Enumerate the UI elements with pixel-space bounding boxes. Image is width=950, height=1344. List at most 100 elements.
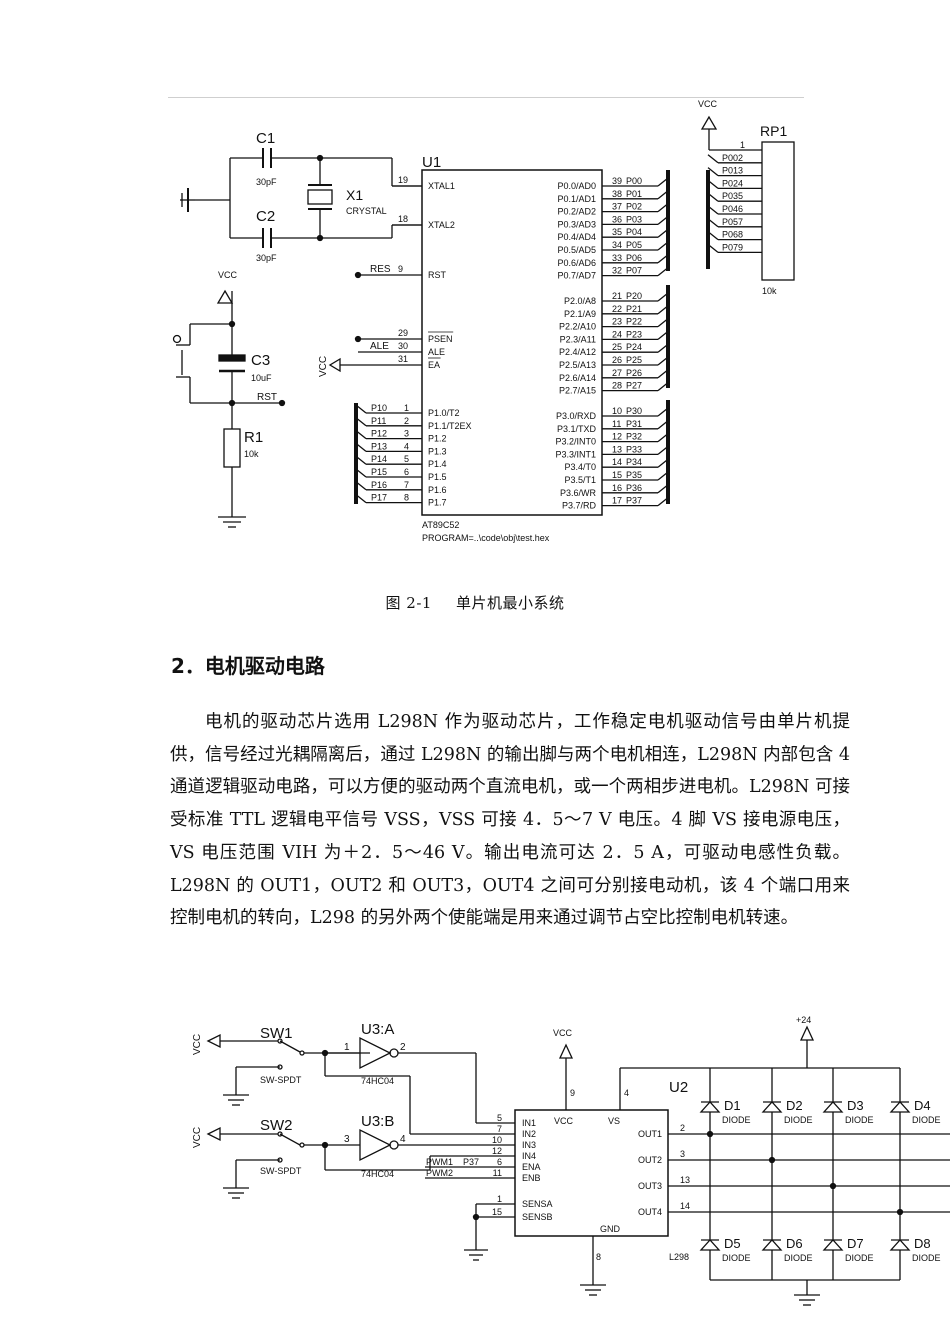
p2-net-label: P25 — [626, 355, 642, 365]
p0-pin-name: P0.7/AD7 — [557, 271, 596, 281]
p3-pin-num: 12 — [612, 432, 622, 442]
p1-pin-name: P1.0/T2 — [428, 408, 460, 418]
bus-entry — [657, 330, 669, 340]
pwm2-net: PWM2 — [426, 1168, 453, 1178]
p3-pin-num: 15 — [612, 470, 622, 480]
diode-symbol — [699, 1101, 721, 1113]
p2-pin-num: 24 — [612, 329, 622, 339]
p1-net-label: P11 — [371, 416, 386, 426]
p0-net-label: P05 — [626, 240, 642, 250]
r1-value: 10k — [244, 449, 259, 459]
p1-pin-num: 7 — [404, 480, 409, 490]
mcu-pin-num: 30 — [398, 341, 408, 351]
p3-pin-num: 11 — [612, 419, 621, 429]
bus-entry — [657, 215, 669, 225]
diode-label: D7 — [847, 1236, 864, 1251]
rp1-pin-label: P046 — [722, 204, 743, 214]
p3-net-label: P34 — [626, 457, 642, 467]
p1-pin-num: 1 — [404, 403, 409, 413]
gate-b-pin-in: 3 — [344, 1134, 350, 1145]
l298-out-num: 14 — [680, 1201, 690, 1211]
p2-pin-num: 28 — [612, 381, 622, 391]
p0-pin-name: P0.4/AD4 — [557, 232, 596, 242]
program-label: PROGRAM=..\code\obj\test.hex — [422, 533, 550, 543]
p2-pin-name: P2.0/A8 — [564, 296, 596, 306]
sw2-label: SW2 — [260, 1117, 293, 1134]
junction-dot — [829, 1182, 837, 1190]
p3-net-label: P36 — [626, 483, 642, 493]
bus-entry — [657, 458, 669, 468]
rp1-pin-label: P079 — [722, 242, 743, 252]
u3a-label: U3:A — [361, 1021, 394, 1038]
bus-entry — [657, 254, 669, 264]
diode-label: D6 — [786, 1236, 803, 1251]
p37-net: P37 — [463, 1157, 479, 1167]
mcu-pin-num: 18 — [398, 214, 408, 224]
diode-label: D2 — [786, 1098, 803, 1113]
bus-entry — [657, 267, 669, 277]
chip-name: AT89C52 — [422, 520, 459, 530]
l298-out-num: 13 — [680, 1175, 690, 1185]
diode-symbol — [699, 1239, 721, 1251]
plus24-label: +24 — [796, 1015, 811, 1025]
p2-pin-name: P2.4/A12 — [559, 347, 596, 357]
p1-net-label: P10 — [371, 403, 387, 413]
p3-pin-name: P3.4/T0 — [564, 462, 596, 472]
sw2-type: SW-SPDT — [260, 1166, 302, 1176]
c2-value: 30pF — [256, 253, 277, 263]
l298-top-pin-name: VS — [608, 1116, 620, 1126]
u2-label: U2 — [669, 1079, 688, 1096]
p3-pin-name: P3.2/INT0 — [555, 437, 596, 447]
p1-pin-num: 8 — [404, 493, 409, 503]
section-heading: 2．电机驱动电路 — [171, 654, 325, 678]
c2-label: C2 — [256, 208, 275, 225]
p2-pin-name: P2.1/A9 — [564, 309, 596, 319]
p1-pin-name: P1.4 — [428, 459, 447, 469]
l298-name: L298 — [669, 1252, 689, 1262]
bus-entry — [355, 442, 367, 452]
c3-value: 10uF — [251, 373, 272, 383]
mcu-pin-name: PSEN — [428, 334, 453, 344]
p1-pin-num: 2 — [404, 416, 409, 426]
pwm1-net: PWM1 — [426, 1157, 453, 1167]
mcu-pin-name: EA — [428, 360, 440, 370]
l298-pin-name: SENSB — [522, 1212, 553, 1222]
bus-entry — [355, 430, 367, 440]
p2-net-label: P21 — [626, 304, 642, 314]
l298-pin-name: SENSA — [522, 1199, 553, 1209]
gate-a-pin-in: 1 — [344, 1042, 350, 1053]
p0-net-label: P03 — [626, 214, 642, 224]
u3a-type: 74HC04 — [361, 1076, 394, 1086]
diode-type: DIODE — [722, 1253, 751, 1263]
l298-out-name: OUT4 — [638, 1207, 662, 1217]
p3-pin-num: 14 — [612, 457, 622, 467]
p0-pin-num: 32 — [612, 266, 622, 276]
l298-pin-name: ENA — [522, 1162, 541, 1172]
mcu-pin-name: ALE — [428, 347, 445, 357]
p2-pin-name: P2.7/A15 — [559, 386, 596, 396]
p3-net-label: P33 — [626, 444, 642, 454]
p2-pin-num: 26 — [612, 355, 622, 365]
p2-pin-num: 25 — [612, 342, 622, 352]
bus-entry — [657, 407, 669, 417]
p1-net-label: P13 — [371, 441, 387, 451]
u1-label: U1 — [422, 154, 441, 171]
diode-type: DIODE — [784, 1115, 813, 1125]
l298-top-pin-name: VCC — [554, 1116, 574, 1126]
l298-gnd-name: GND — [600, 1224, 621, 1234]
bus-entry — [657, 420, 669, 430]
r1-label: R1 — [244, 429, 263, 446]
header-rule — [168, 97, 804, 98]
p2-net-label: P22 — [626, 317, 642, 327]
p0-pin-name: P0.5/AD5 — [557, 245, 596, 255]
caption-number: 图 2-1 — [385, 594, 432, 612]
l298-top-pin-num: 4 — [624, 1088, 629, 1098]
diode-label: D4 — [914, 1098, 931, 1113]
p3-pin-num: 10 — [612, 406, 622, 416]
diode-type: DIODE — [845, 1115, 874, 1125]
p0-net-label: P04 — [626, 227, 642, 237]
p1-pin-name: P1.5 — [428, 472, 447, 482]
diode-type: DIODE — [845, 1253, 874, 1263]
